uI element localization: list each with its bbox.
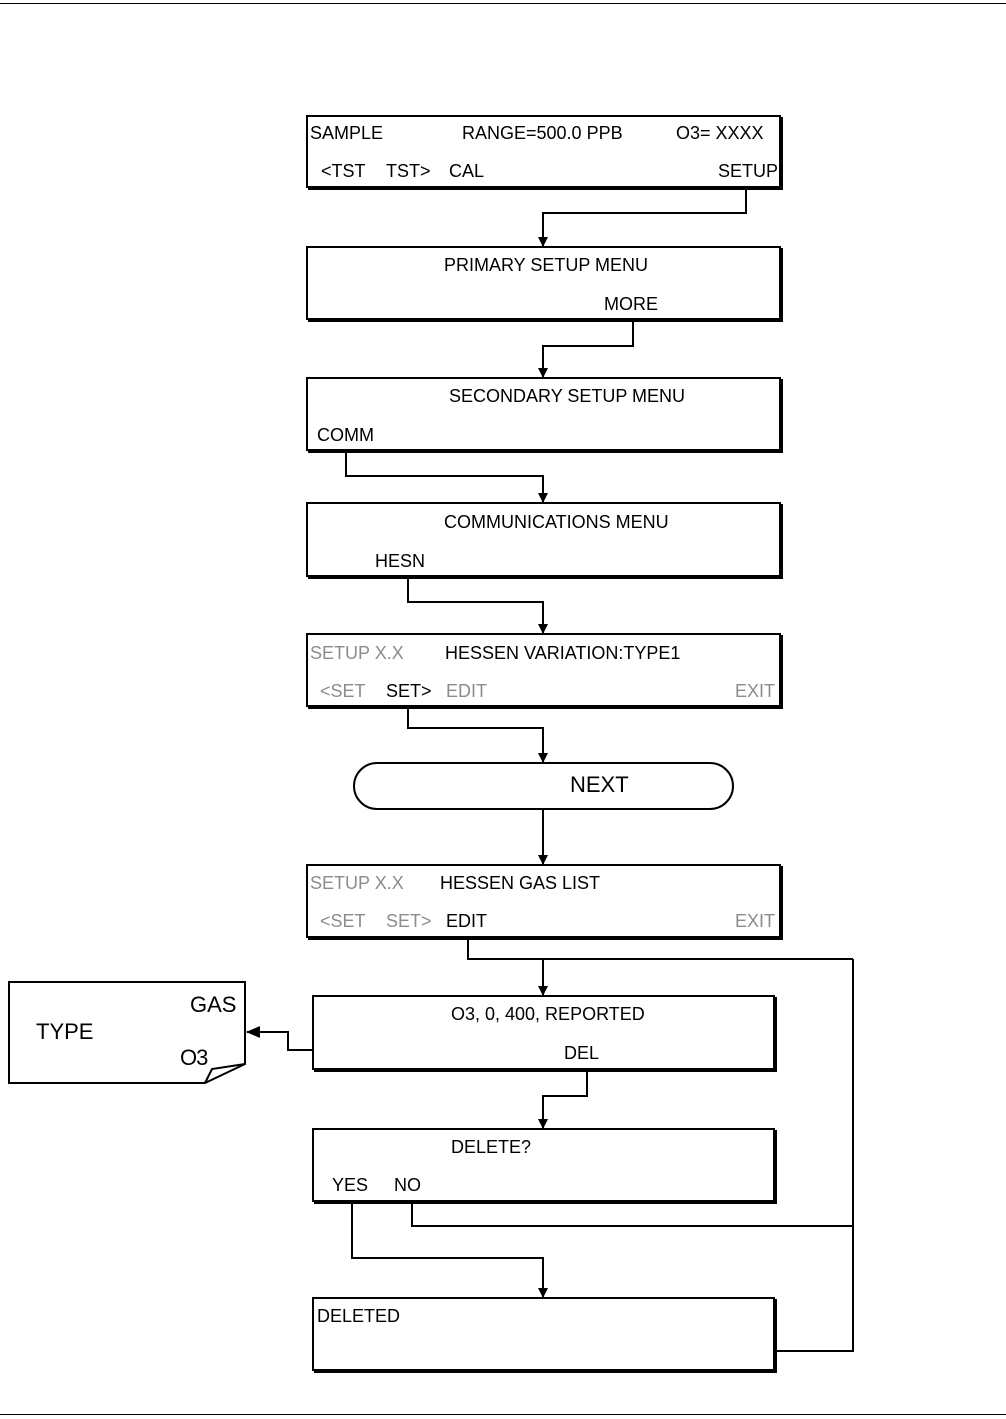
comm-button[interactable]: COMM <box>317 425 374 445</box>
screen-secondary-setup: SECONDARY SETUP MENU COMM <box>306 377 781 451</box>
edit-button[interactable]: EDIT <box>446 911 488 931</box>
screen-gas-entry: O3, 0, 400, REPORTED DEL <box>312 995 775 1070</box>
arrow-more-to-secondary <box>538 315 634 378</box>
arrow-set-to-next <box>407 702 548 763</box>
screen-title: HESSEN GAS LIST <box>440 873 601 893</box>
screen-hessen-variation: SETUP X.X HESSEN VARIATION:TYPE1 <SET SE… <box>306 633 781 707</box>
screen-title: DELETED <box>317 1306 401 1326</box>
note-gas-label: GAS <box>190 992 237 1017</box>
setup-prefix: SETUP X.X <box>310 873 404 893</box>
arrow-del-to-delete <box>538 1064 588 1129</box>
screen-title: O3, 0, 400, REPORTED <box>451 1004 645 1024</box>
del-button[interactable]: DEL <box>564 1043 600 1063</box>
note-gas-value: O3 <box>180 1045 208 1070</box>
set-next-button[interactable]: SET> <box>386 681 432 701</box>
exit-button[interactable]: EXIT <box>735 681 776 701</box>
reading-label: O3= XXXX <box>676 123 764 143</box>
screen-sample: SAMPLE RANGE=500.0 PPB O3= XXXX <TST TST… <box>306 115 781 188</box>
arrow-yes-to-deleted <box>351 1196 548 1298</box>
screen-title: HESSEN VARIATION:TYPE1 <box>445 643 681 663</box>
range-label: RANGE=500.0 PPB <box>462 123 623 143</box>
arrow-hesn-to-variation <box>407 571 548 634</box>
screen-communications: COMMUNICATIONS MENU HESN <box>306 502 781 577</box>
screen-title: SECONDARY SETUP MENU <box>449 386 686 406</box>
screen-hessen-gas-list: SETUP X.X HESSEN GAS LIST <SET SET> EDIT… <box>306 864 781 938</box>
tst-next-button[interactable]: TST> <box>386 161 431 181</box>
yes-button[interactable]: YES <box>332 1175 369 1195</box>
tst-prev-button[interactable]: <TST <box>321 161 366 181</box>
bottom-rule <box>0 1414 1006 1415</box>
screen-primary-setup: PRIMARY SETUP MENU MORE <box>306 246 781 320</box>
set-prev-button[interactable]: <SET <box>320 681 366 701</box>
hesn-button[interactable]: HESN <box>375 551 426 571</box>
cal-button[interactable]: CAL <box>449 161 485 181</box>
set-next-button[interactable]: SET> <box>386 911 432 931</box>
top-rule <box>0 3 1006 4</box>
no-button[interactable]: NO <box>394 1175 421 1195</box>
line-edit-to-entry <box>467 933 853 960</box>
edit-button[interactable]: EDIT <box>446 681 488 701</box>
setup-button[interactable]: SETUP <box>718 161 779 181</box>
screen-title: DELETE? <box>451 1137 532 1157</box>
note-type-label: TYPE <box>36 1019 94 1044</box>
line-no-to-rail <box>411 1196 853 1227</box>
line-return-rail <box>768 959 854 1352</box>
set-prev-button[interactable]: <SET <box>320 911 366 931</box>
next-step: NEXT <box>353 762 734 810</box>
arrow-setup-to-primary <box>538 188 747 247</box>
screen-deleted: DELETED <box>312 1297 775 1371</box>
arrow-comm-to-communications <box>345 453 548 503</box>
note-card-shape <box>8 981 246 1084</box>
next-label: NEXT <box>570 772 629 797</box>
arrow-entry-to-note <box>246 1026 319 1051</box>
more-button[interactable]: MORE <box>604 294 658 314</box>
screen-delete-confirm: DELETE? YES NO <box>312 1128 775 1202</box>
exit-button[interactable]: EXIT <box>735 911 776 931</box>
screen-title: COMMUNICATIONS MENU <box>444 512 669 532</box>
screen-title: PRIMARY SETUP MENU <box>444 255 649 275</box>
mode-label: SAMPLE <box>310 123 384 143</box>
setup-prefix: SETUP X.X <box>310 643 404 663</box>
